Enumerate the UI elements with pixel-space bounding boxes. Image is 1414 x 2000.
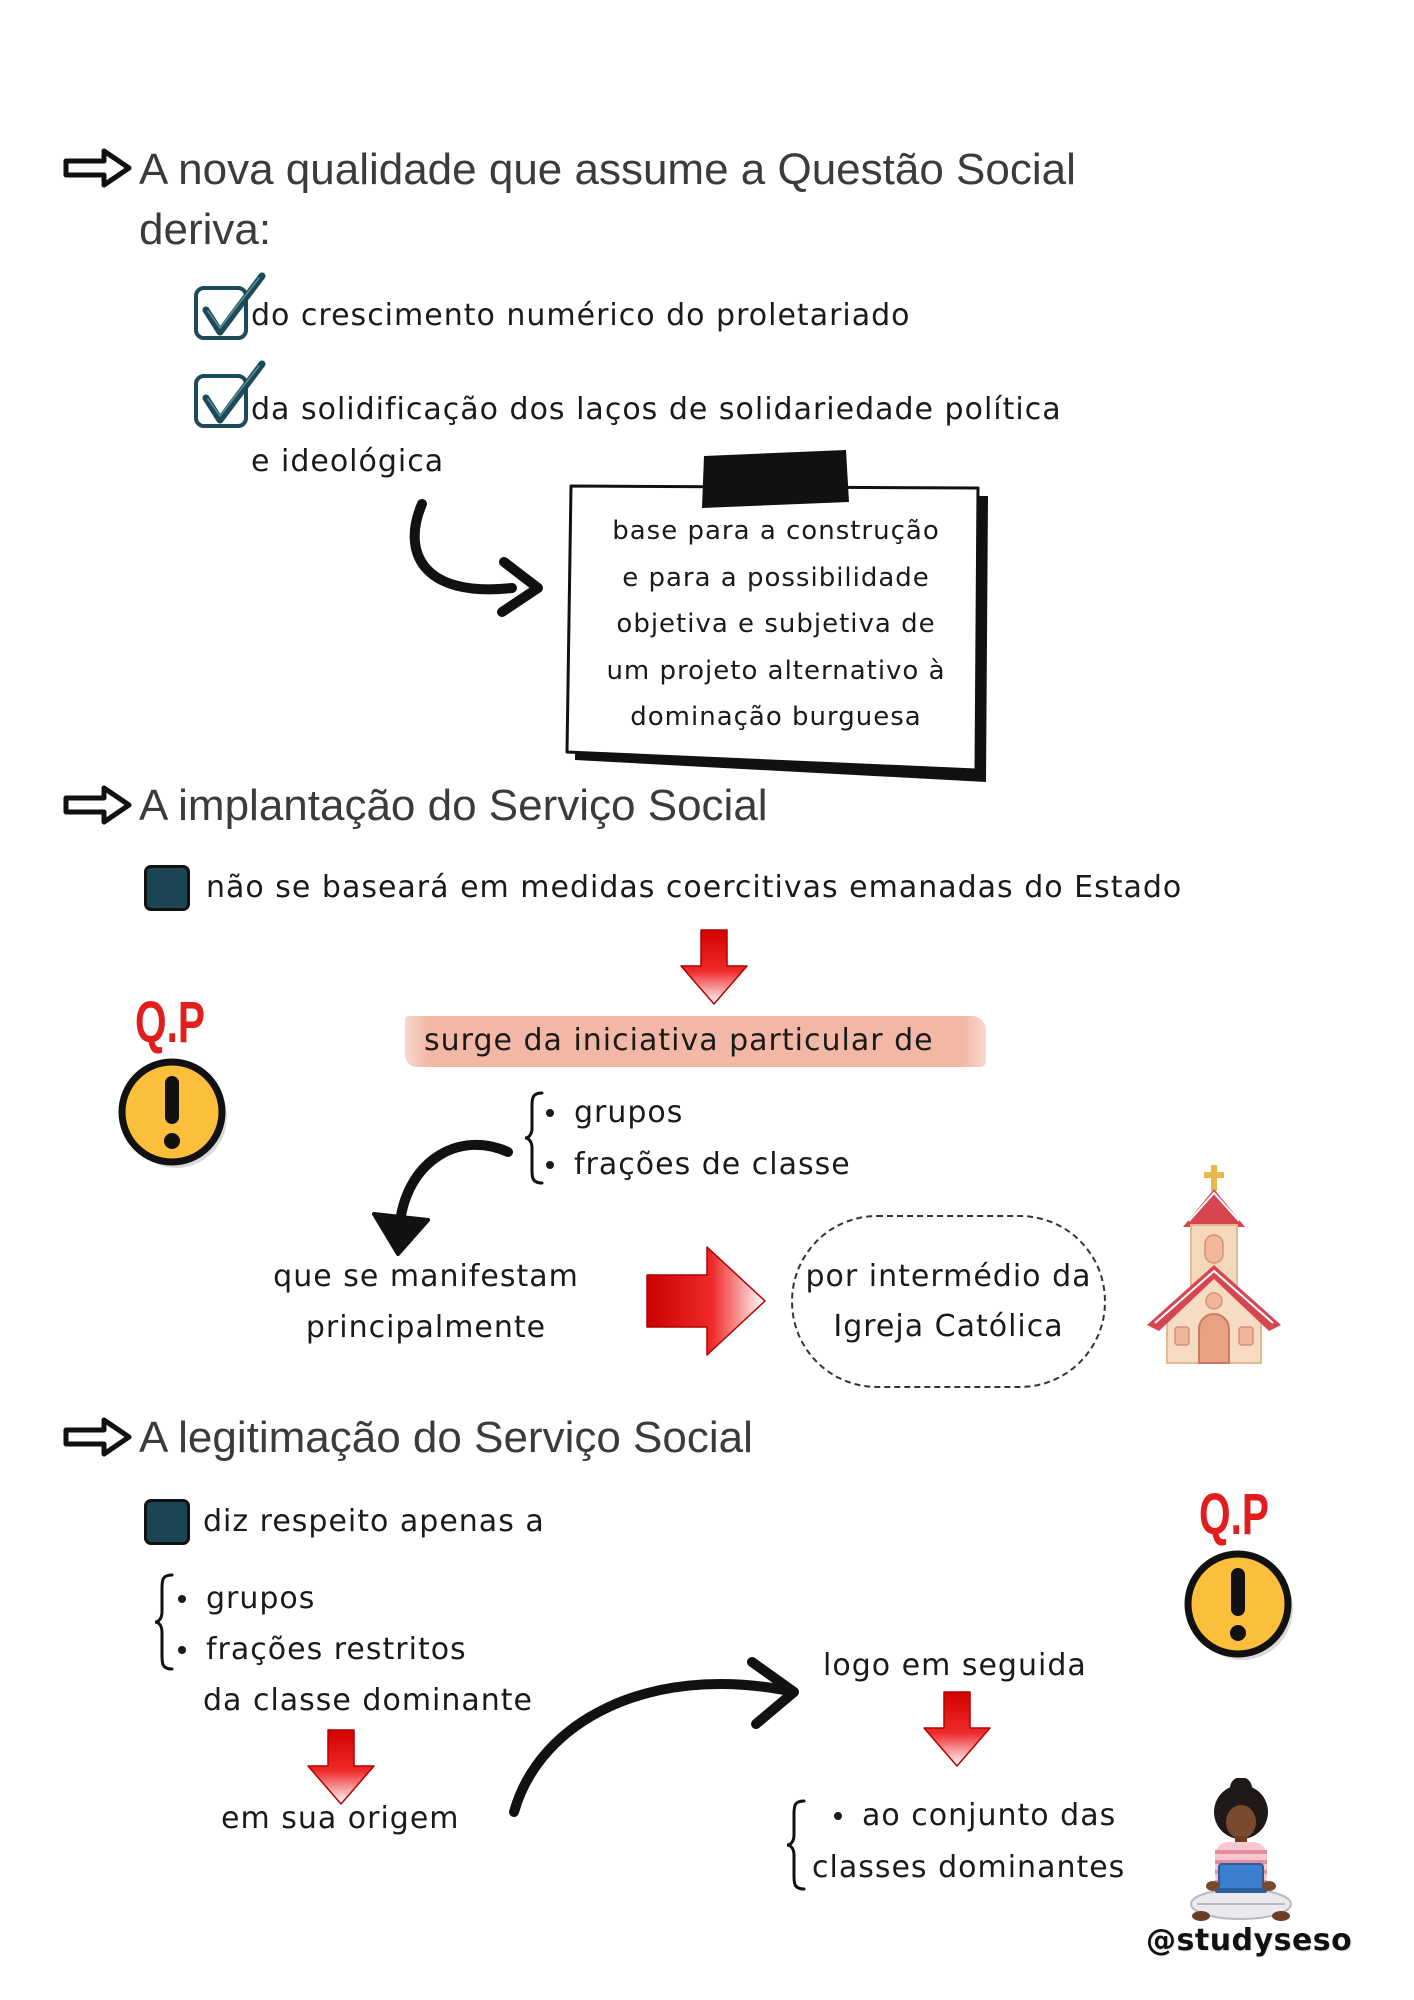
section1-item-text: da solidificação dos laços de solidaried…: [251, 392, 1062, 427]
section3-final: ao conjunto das classes dominantes: [812, 1790, 1125, 1894]
qp-badge: Q.P: [1199, 1482, 1269, 1547]
hollow-right-arrow-icon: [63, 785, 132, 825]
author-handle: @studyseso: [1146, 1923, 1353, 1958]
section2-item: não se baseará em medidas coercitivas em…: [206, 870, 1183, 905]
section1-heading-line: A nova qualidade que assume a Questão So…: [139, 145, 1076, 194]
section1-item-text: do crescimento numérico do proletariado: [251, 298, 911, 333]
final-continuation: classes dominantes: [812, 1850, 1126, 1885]
section3-next: logo em seguida: [823, 1648, 1087, 1683]
intermediary-line: por intermédio da: [805, 1258, 1092, 1294]
section3-list-continuation: da classe dominante: [203, 1683, 534, 1718]
section1-item-text: e ideológica: [251, 444, 445, 479]
qp-badge: Q.P: [135, 990, 205, 1055]
curved-arrow-icon: [372, 1139, 513, 1256]
section2-manifest: que se manifestam principalmente: [226, 1251, 626, 1353]
section1-heading-line: deriva:: [139, 205, 272, 254]
church-icon: [1147, 1165, 1281, 1364]
bullet-icon: [178, 1594, 186, 1603]
manifest-line: que se manifestam: [273, 1259, 579, 1294]
note-card: [565, 450, 988, 782]
bullet-icon: [546, 1109, 554, 1117]
section1-item-2: da solidificação dos laços de solidaried…: [251, 384, 1062, 488]
hollow-right-arrow-icon: [63, 1417, 132, 1457]
tape-icon: [702, 450, 849, 508]
note-line: base para a construção: [612, 516, 940, 546]
bullet-icon: [834, 1812, 842, 1820]
list-item: frações de classe: [546, 1139, 851, 1191]
warning-icon: [1184, 1550, 1293, 1660]
section2-list: grupos frações de classe: [546, 1087, 851, 1191]
curly-brace-icon: [786, 1799, 806, 1891]
section3-item: diz respeito apenas a: [203, 1504, 545, 1539]
manifest-line: principalmente: [305, 1310, 547, 1345]
intermediary-box: por intermédio da Igreja Católica: [791, 1215, 1106, 1388]
red-right-arrow-icon: [646, 1246, 766, 1356]
curved-arrow-icon: [409, 499, 543, 617]
red-down-arrow-icon: [680, 929, 748, 1005]
list-item: grupos: [546, 1087, 851, 1139]
section3-origin: em sua origem: [221, 1801, 460, 1836]
list-item-text: frações restritos: [206, 1632, 467, 1667]
list-item-text: ao conjunto das: [862, 1798, 1117, 1833]
note-line: objetiva e subjetiva de: [616, 609, 936, 639]
note-text: base para a construção e para a possibil…: [581, 508, 971, 741]
section3-heading: A legitimação do Serviço Social: [139, 1413, 753, 1462]
note-line: dominação burguesa: [630, 702, 922, 732]
intermediary-line: Igreja Católica: [833, 1308, 1064, 1344]
section3-list: grupos frações restritos: [178, 1573, 467, 1675]
student-avatar-icon: [1190, 1778, 1292, 1921]
list-item: frações restritos: [178, 1624, 467, 1675]
note-line: e para a possibilidade: [622, 562, 930, 593]
note-line: um projeto alternativo à: [606, 655, 946, 686]
red-down-arrow-icon: [307, 1729, 375, 1805]
checkbox-checked-icon: [194, 360, 266, 428]
filled-square-icon: [144, 1499, 190, 1545]
section1-item-1: do crescimento numérico do proletariado: [251, 296, 911, 336]
curly-brace-icon: [524, 1091, 544, 1185]
curved-arrow-icon: [509, 1657, 799, 1817]
hollow-right-arrow-icon: [63, 148, 132, 188]
list-item-text: frações de classe: [574, 1147, 851, 1182]
section2-heading: A implantação do Serviço Social: [139, 781, 768, 830]
list-item: ao conjunto das: [812, 1790, 1125, 1842]
section1-heading: A nova qualidade que assume a Questão So…: [139, 140, 1076, 260]
list-item-text: grupos: [206, 1581, 316, 1616]
red-down-arrow-icon: [923, 1691, 991, 1767]
list-item: grupos: [178, 1573, 467, 1624]
highlight-band: [405, 1016, 986, 1067]
warning-icon: [118, 1058, 227, 1168]
curly-brace-icon: [154, 1573, 174, 1671]
filled-square-icon: [144, 865, 190, 911]
list-item-text: grupos: [574, 1095, 684, 1130]
bullet-icon: [178, 1645, 186, 1654]
bullet-icon: [546, 1161, 554, 1169]
section2-highlight-text: surge da iniciativa particular de: [424, 1023, 934, 1058]
checkbox-checked-icon: [194, 272, 266, 340]
